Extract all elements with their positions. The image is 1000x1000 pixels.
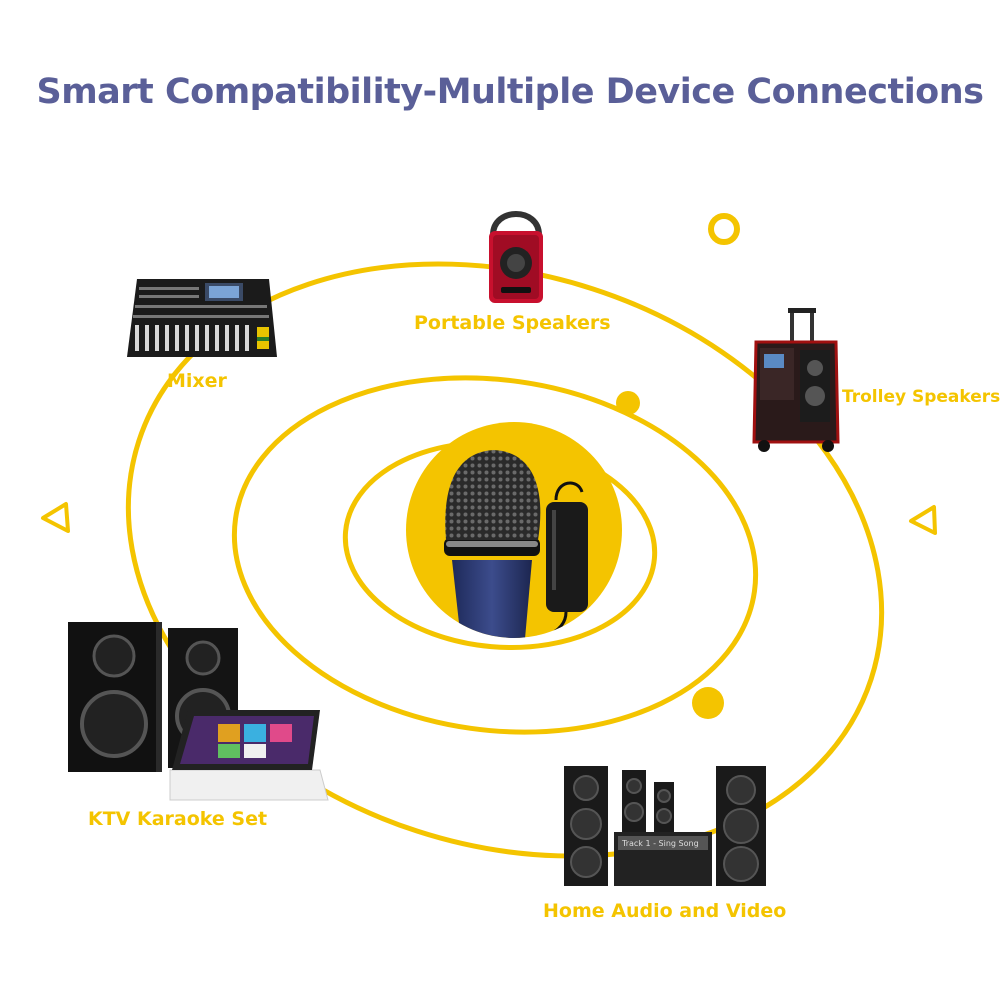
triangle-marker-left — [41, 502, 70, 533]
home-theater-icon: Track 1 - Sing Song — [564, 766, 766, 886]
karaoke-set-icon — [68, 622, 329, 801]
device-label-ktv-karaoke-set: KTV Karaoke Set — [88, 808, 268, 830]
device-label-home-audio-and-video: Home Audio and Video — [543, 900, 787, 922]
middle-orbit — [231, 375, 759, 735]
ring-marker — [708, 213, 740, 245]
device-label-trolley-speakers: Trolley Speakers — [842, 387, 1000, 407]
orbit-dot-upper — [616, 391, 640, 415]
device-label-mixer: Mixer — [167, 370, 227, 392]
orbit-dot-lower — [692, 687, 724, 719]
page-title: Smart Compatibility-Multiple Device Conn… — [36, 72, 984, 112]
home-theater-screen-text: Track 1 - Sing Song — [621, 839, 699, 848]
trolley-speaker-icon — [752, 308, 840, 452]
microphone-icon — [444, 450, 588, 638]
triangle-marker-right — [909, 505, 937, 535]
mixer-icon — [127, 279, 277, 357]
outer-orbit — [125, 261, 885, 859]
device-label-portable-speakers: Portable Speakers — [414, 312, 611, 334]
portable-speaker-icon — [489, 211, 543, 303]
